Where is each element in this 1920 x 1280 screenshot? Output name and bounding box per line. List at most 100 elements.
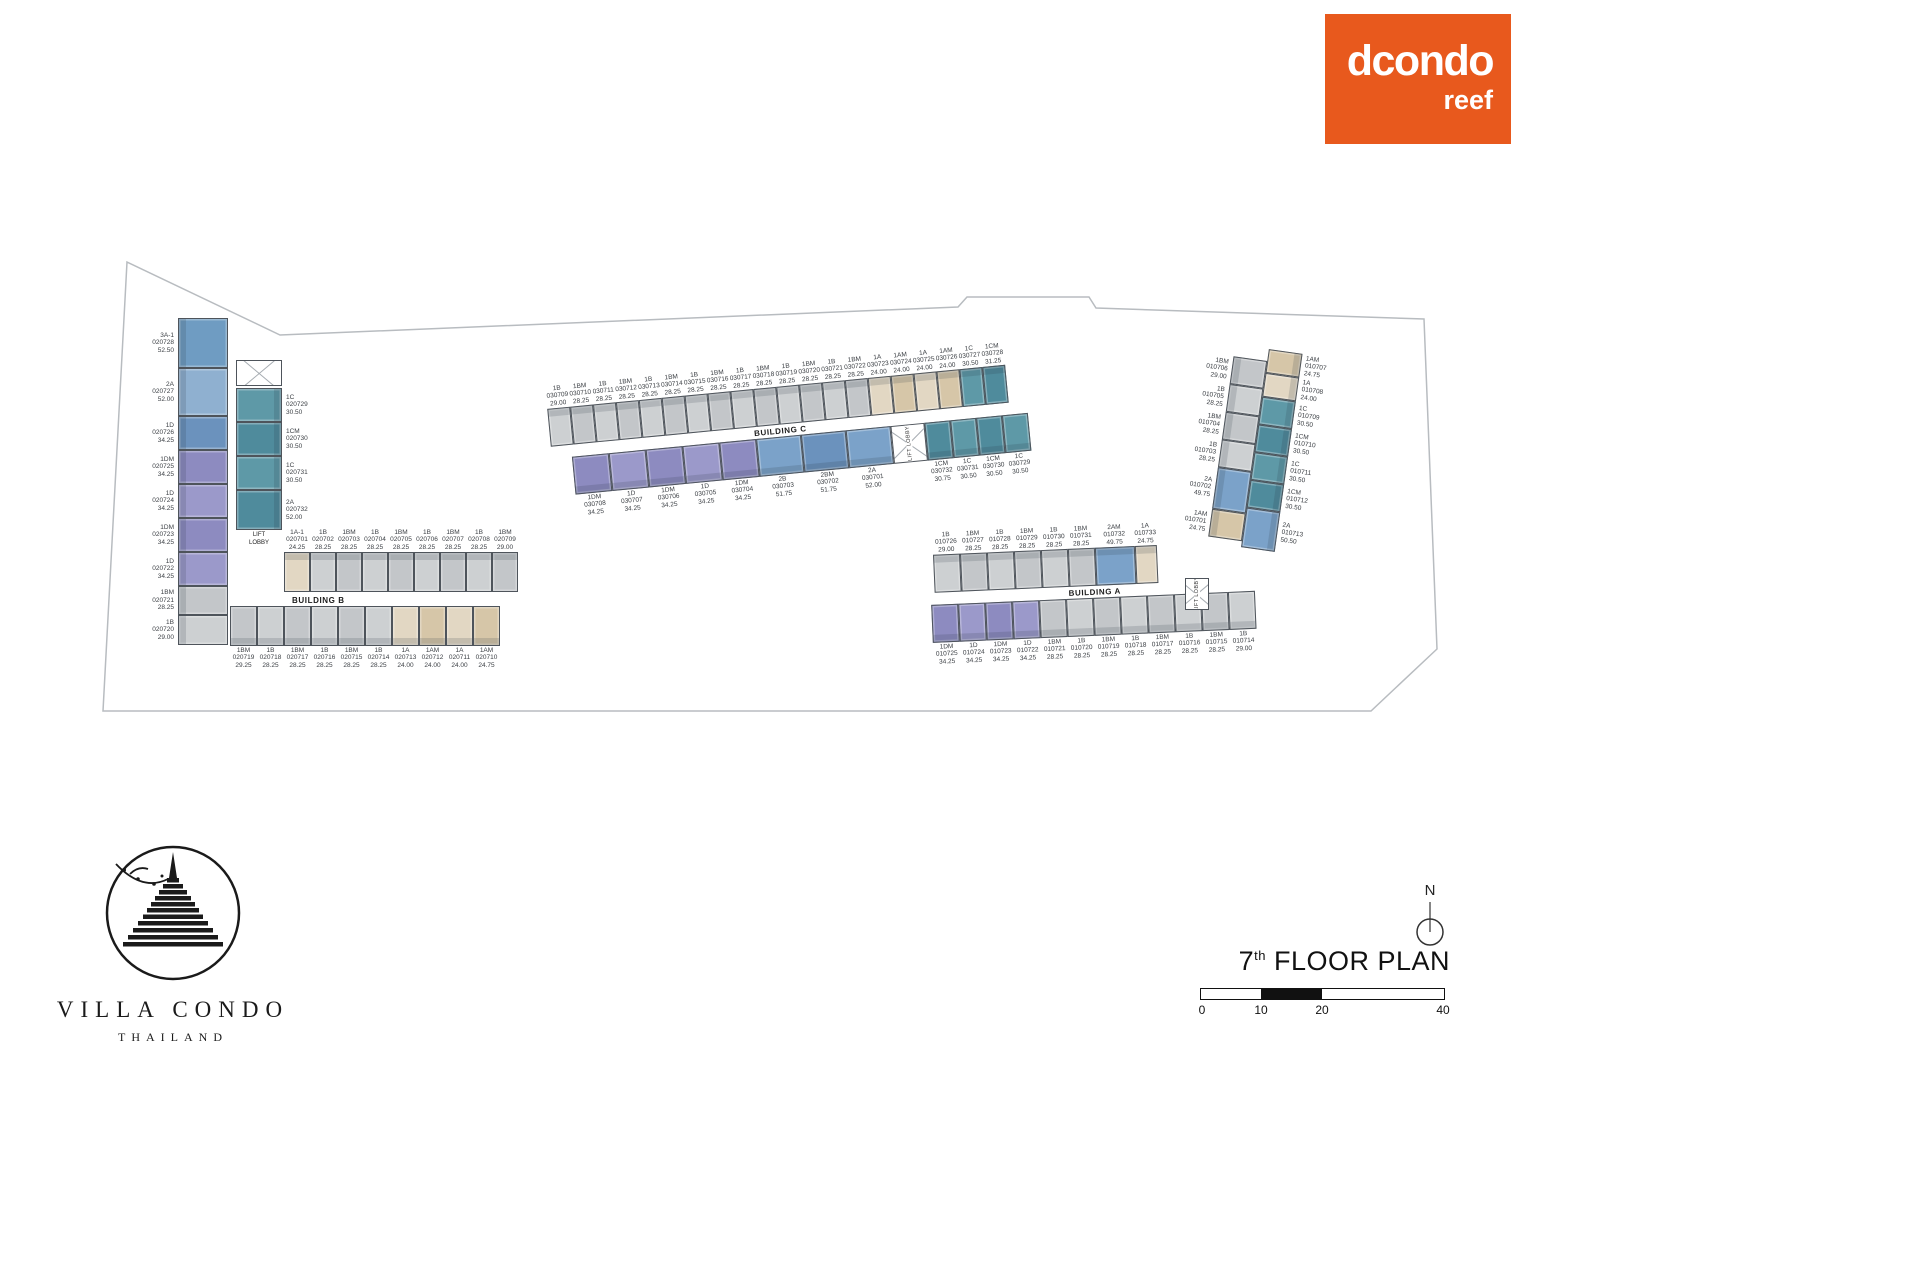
unit-footprint bbox=[1241, 507, 1281, 552]
lift-label: LIFT bbox=[252, 532, 266, 538]
unit-footprint bbox=[845, 426, 895, 469]
unit-footprint bbox=[178, 318, 228, 368]
unit-footprint bbox=[1227, 590, 1257, 630]
floor-number: 7 bbox=[1238, 946, 1255, 976]
unit-footprint bbox=[178, 450, 228, 484]
unit-footprint bbox=[976, 415, 1006, 456]
unit-footprint bbox=[230, 606, 257, 646]
building-c-lift-lobby: LIFT LOBBY bbox=[890, 422, 928, 464]
unit-footprint bbox=[571, 453, 613, 495]
unit-footprint bbox=[362, 552, 388, 592]
unit-footprint bbox=[365, 606, 392, 646]
unit-footprint bbox=[1039, 599, 1068, 639]
unit-footprint bbox=[236, 456, 282, 490]
dcondo-logo-text: dcondo bbox=[1346, 36, 1495, 85]
unit-footprint bbox=[1040, 548, 1070, 589]
unit-footprint bbox=[236, 388, 282, 422]
unit-footprint bbox=[178, 368, 228, 416]
unit-footprint bbox=[1093, 596, 1122, 636]
scale-segment bbox=[1201, 989, 1262, 999]
unit-footprint bbox=[932, 553, 962, 593]
building-a-lift-lobby: LIFT LOBBY bbox=[1185, 578, 1209, 610]
scale-tick-0: 0 bbox=[1198, 1003, 1206, 1017]
unit-footprint bbox=[392, 606, 419, 646]
building-c-lift-lobby-label: LIFT LOBBY bbox=[904, 423, 915, 464]
unit-footprint bbox=[178, 484, 228, 518]
unit-footprint bbox=[800, 430, 850, 473]
unit-footprint bbox=[982, 364, 1009, 405]
unit-footprint bbox=[1012, 600, 1041, 640]
unit-footprint bbox=[645, 446, 687, 488]
unit-footprint bbox=[959, 552, 989, 592]
unit-footprint bbox=[756, 434, 805, 477]
building-a-lift-lobby-label: LIFT LOBBY bbox=[1194, 579, 1200, 609]
unit-footprint bbox=[1013, 550, 1043, 590]
